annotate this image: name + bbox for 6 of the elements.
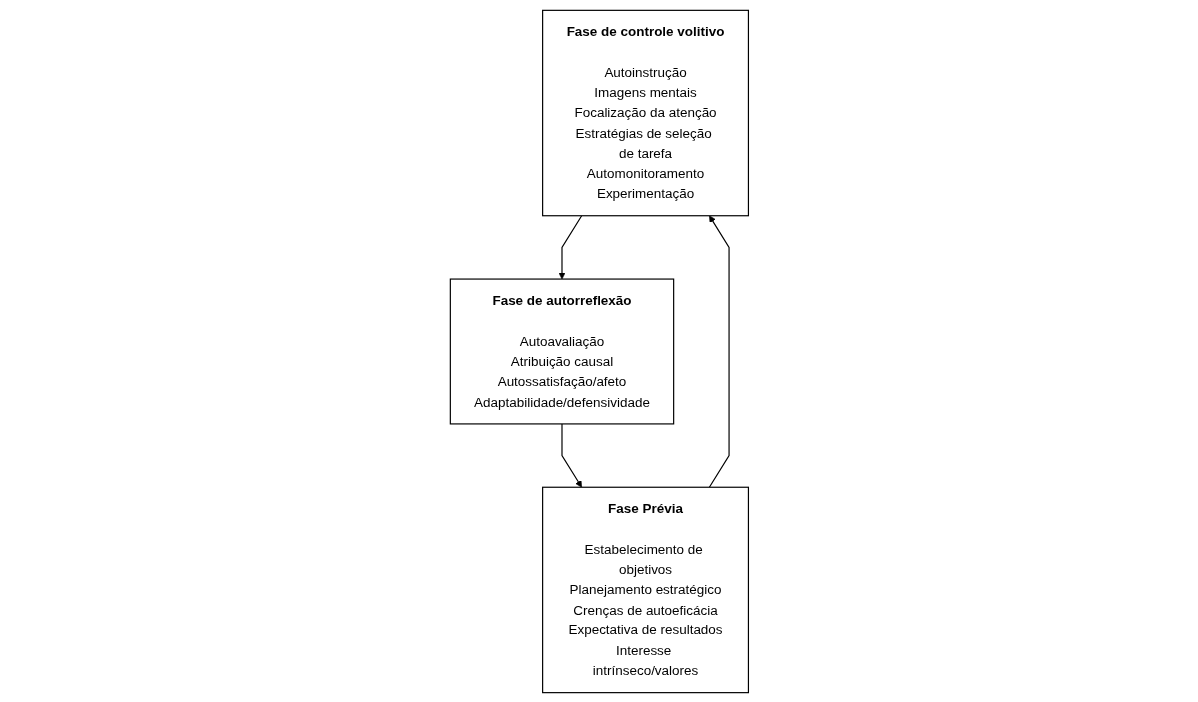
node-box: Fase de autorreflexão Autoavaliação Atribuição causal Autossatisfação/afeto Adaptabilidade/defensividade bbox=[449, 277, 674, 424]
node-box: Fase Prévia Estabelecimento de objetivos Planejamento estratégico Crenças de autoeficácia Expectativa de resultados Interesse intrínseco/valores bbox=[541, 486, 749, 693]
arrow bbox=[708, 214, 730, 488]
arrow bbox=[561, 422, 582, 488]
arrow bbox=[558, 214, 582, 279]
node-box: Fase de controle volitivo Autoinstrução Imagens mentais Focalização da atenção Estratégias de seleção de tarefa Automonitoramento Experimentação bbox=[541, 9, 749, 216]
